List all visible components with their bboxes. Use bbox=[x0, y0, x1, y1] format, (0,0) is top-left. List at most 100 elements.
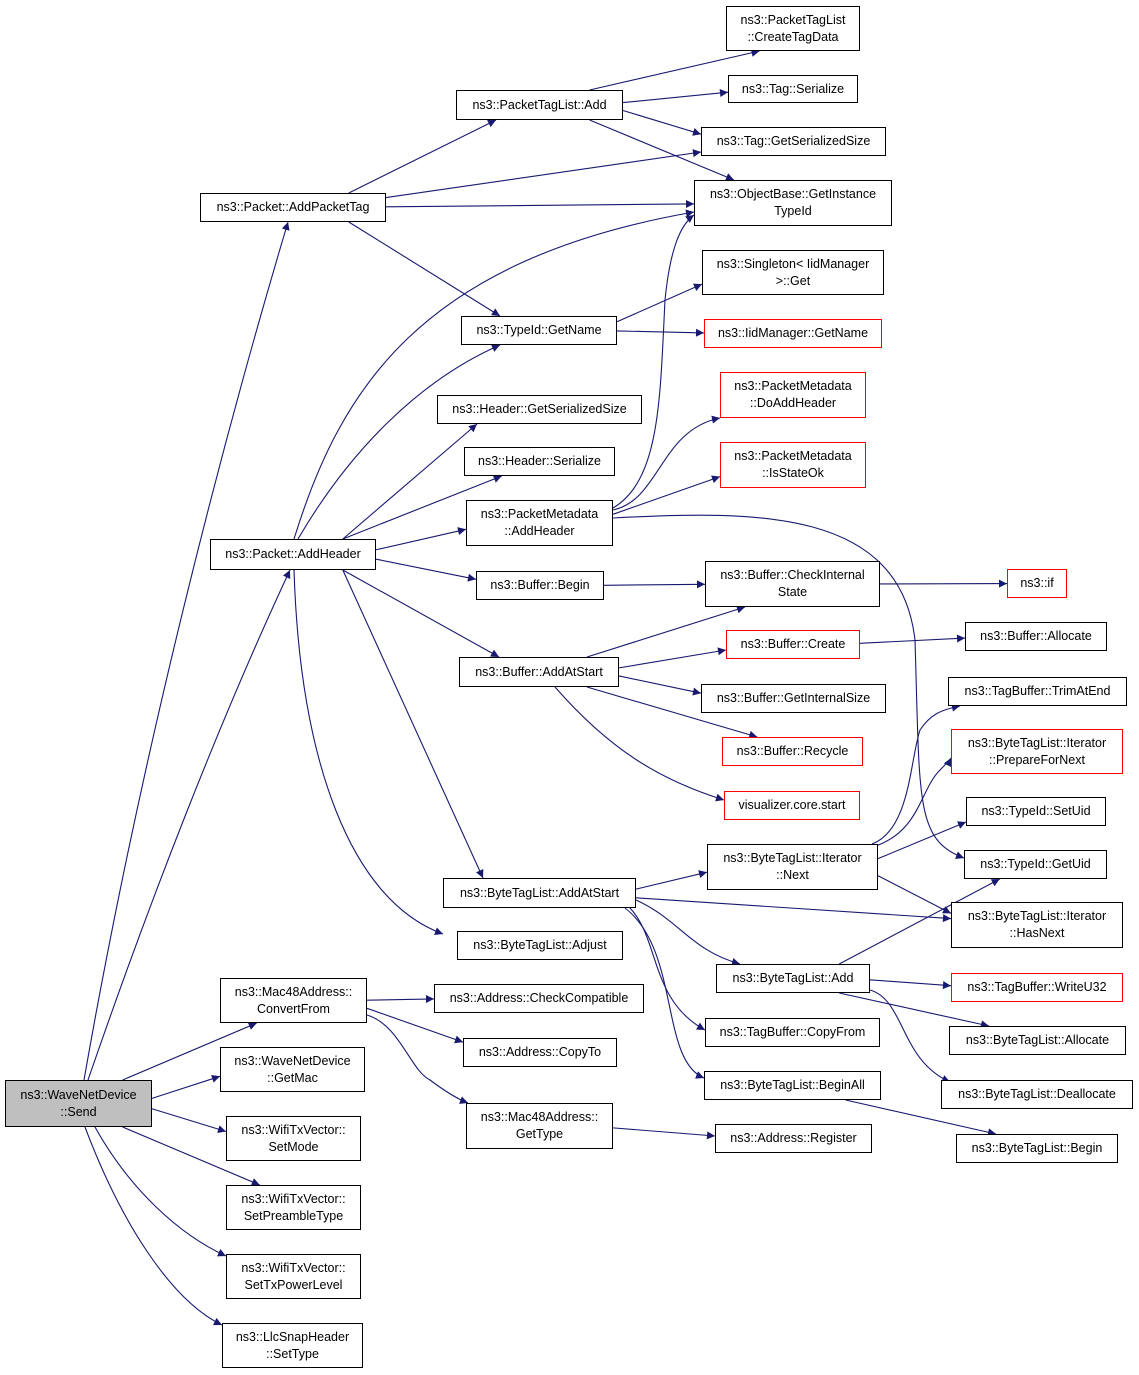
node-buf-allocate[interactable]: ns3::Buffer::Allocate bbox=[965, 622, 1107, 651]
edge-pmAddHeader-to-getInstanceTypeId bbox=[612, 214, 695, 509]
edge-send-to-addPacketTag bbox=[83, 221, 290, 1081]
edge-send-to-macConvertFrom bbox=[122, 1022, 257, 1081]
node-tb-trim-at-end[interactable]: ns3::TagBuffer::TrimAtEnd bbox=[948, 677, 1127, 706]
edge-btlItNext-to-tbTrimAtEnd bbox=[871, 703, 961, 845]
node-pm-add-header[interactable]: ns3::PacketMetadata ::AddHeader bbox=[466, 500, 613, 546]
node-btl-it-next[interactable]: ns3::ByteTagList::Iterator ::Next bbox=[707, 844, 878, 890]
edge-pmAddHeader-to-typeIdGetUid bbox=[612, 514, 965, 859]
edge-btlItNext-to-btlItHasNext bbox=[877, 875, 952, 914]
node-tb-write-u32[interactable]: ns3::TagBuffer::WriteU32 bbox=[951, 973, 1123, 1002]
node-get-mac[interactable]: ns3::WaveNetDevice ::GetMac bbox=[220, 1047, 365, 1092]
edge-addHeader-to-typeIdGetName bbox=[297, 344, 501, 540]
edge-btlAddAtStart-to-btlItHasNext bbox=[635, 897, 952, 923]
node-llc-set-type[interactable]: ns3::LlcSnapHeader ::SetType bbox=[222, 1323, 363, 1368]
edge-bufAddAtStart-to-bufRecycle bbox=[586, 686, 758, 739]
edge-addHeader-to-pmAddHeader bbox=[375, 527, 467, 551]
node-type-id-get-name[interactable]: ns3::TypeId::GetName bbox=[461, 316, 617, 345]
node-btl-add[interactable]: ns3::ByteTagList::Add bbox=[716, 964, 870, 993]
edge-send-to-llcSetType bbox=[84, 1126, 223, 1326]
node-btl-add-at-start[interactable]: ns3::ByteTagList::AddAtStart bbox=[443, 878, 636, 908]
edge-send-to-setMode bbox=[151, 1108, 227, 1133]
edge-addPacketTag-to-getInstanceTypeId bbox=[385, 199, 695, 208]
edge-macGetType-to-addrRegister bbox=[612, 1127, 716, 1140]
edge-bufBegin-to-bufCheckInternal bbox=[603, 580, 706, 589]
edge-btlAdd-to-btlDeallocate bbox=[869, 989, 951, 1083]
node-btl-it-prepare[interactable]: ns3::ByteTagList::Iterator ::PrepareForN… bbox=[951, 729, 1123, 774]
node-btl-allocate[interactable]: ns3::ByteTagList::Allocate bbox=[949, 1026, 1126, 1055]
edge-ptlAdd-to-getInstanceTypeId bbox=[589, 119, 735, 181]
edge-bufAddAtStart-to-vizStart bbox=[554, 686, 725, 802]
node-ptl-add[interactable]: ns3::PacketTagList::Add bbox=[456, 90, 623, 120]
node-tag-get-serialized-size[interactable]: ns3::Tag::GetSerializedSize bbox=[701, 127, 886, 156]
edge-bufAddAtStart-to-bufGetInternalSize bbox=[618, 675, 702, 696]
edge-btlAdd-to-tbWriteU32 bbox=[869, 979, 952, 990]
node-tb-copy-from[interactable]: ns3::TagBuffer::CopyFrom bbox=[705, 1018, 880, 1047]
edge-btlBeginAll-to-btlBegin bbox=[845, 1099, 997, 1137]
node-btl-it-has-next[interactable]: ns3::ByteTagList::Iterator ::HasNext bbox=[951, 902, 1123, 948]
edge-addHeader-to-btlAdjust bbox=[293, 569, 444, 935]
edge-send-to-setPreamble bbox=[122, 1126, 260, 1186]
edge-ptlAdd-to-tagGetSerializedSize bbox=[622, 109, 702, 136]
edge-pmAddHeader-to-pmIsStateOk bbox=[612, 475, 721, 515]
edge-addPacketTag-to-typeIdGetName bbox=[348, 221, 501, 317]
node-btl-adjust[interactable]: ns3::ByteTagList::Adjust bbox=[457, 931, 623, 960]
node-get-instance-type-id[interactable]: ns3::ObjectBase::GetInstance TypeId bbox=[694, 180, 892, 226]
node-add-packet-tag[interactable]: ns3::Packet::AddPacketTag bbox=[200, 193, 386, 222]
node-mac-get-type[interactable]: ns3::Mac48Address:: GetType bbox=[466, 1103, 613, 1149]
edge-bufAddAtStart-to-bufCheckInternal bbox=[586, 605, 746, 658]
node-viz-start[interactable]: visualizer.core.start bbox=[724, 791, 860, 820]
node-singleton-get[interactable]: ns3::Singleton< IidManager >::Get bbox=[702, 250, 884, 295]
node-buf-recycle[interactable]: ns3::Buffer::Recycle bbox=[722, 737, 863, 766]
node-set-tx-power[interactable]: ns3::WifiTxVector:: SetTxPowerLevel bbox=[226, 1254, 361, 1299]
node-send[interactable]: ns3::WaveNetDevice ::Send bbox=[5, 1080, 152, 1127]
node-addr-copy-to[interactable]: ns3::Address::CopyTo bbox=[463, 1038, 617, 1067]
edge-macConvertFrom-to-addrCopyTo bbox=[366, 1007, 464, 1044]
node-ptl-create-tag-data[interactable]: ns3::PacketTagList ::CreateTagData bbox=[726, 6, 860, 51]
node-pm-is-state-ok[interactable]: ns3::PacketMetadata ::IsStateOk bbox=[720, 442, 866, 488]
edge-ptlAdd-to-tagSerialize bbox=[622, 89, 729, 104]
node-type-id-set-uid[interactable]: ns3::TypeId::SetUid bbox=[966, 797, 1106, 826]
edge-macConvertFrom-to-macGetType bbox=[366, 1014, 469, 1104]
edge-btlAddAtStart-to-btlBeginAll bbox=[624, 907, 705, 1079]
node-buf-begin[interactable]: ns3::Buffer::Begin bbox=[476, 571, 604, 600]
edge-macConvertFrom-to-addrCheckCompatible bbox=[366, 995, 435, 1004]
edge-send-to-setTxPower bbox=[94, 1126, 227, 1257]
node-btl-begin[interactable]: ns3::ByteTagList::Begin bbox=[956, 1134, 1118, 1163]
node-type-id-get-uid[interactable]: ns3::TypeId::GetUid bbox=[964, 850, 1107, 879]
edge-ptlAdd-to-ptlCreateTagData bbox=[589, 48, 760, 91]
node-buf-check-internal[interactable]: ns3::Buffer::CheckInternal State bbox=[705, 561, 880, 607]
edge-pmAddHeader-to-pmDoAddHeader bbox=[612, 415, 721, 511]
edge-addHeader-to-bufBegin bbox=[375, 558, 477, 582]
node-set-preamble[interactable]: ns3::WifiTxVector:: SetPreambleType bbox=[226, 1185, 361, 1230]
node-buf-add-at-start[interactable]: ns3::Buffer::AddAtStart bbox=[459, 657, 619, 687]
edge-send-to-addHeader bbox=[87, 569, 291, 1081]
edge-typeIdGetName-to-singletonGet bbox=[616, 283, 703, 323]
edge-bufAddAtStart-to-bufCreate bbox=[618, 647, 727, 669]
node-btl-deallocate[interactable]: ns3::ByteTagList::Deallocate bbox=[941, 1080, 1133, 1109]
edge-bufCreate-to-bufAllocate bbox=[859, 634, 966, 644]
edge-btlItNext-to-typeIdSetUid bbox=[877, 821, 967, 860]
node-ns-if[interactable]: ns3::if bbox=[1007, 569, 1067, 598]
edge-addPacketTag-to-ptlAdd bbox=[348, 119, 497, 194]
node-tag-serialize[interactable]: ns3::Tag::Serialize bbox=[728, 75, 858, 103]
edge-btlAdd-to-typeIdGetUid bbox=[838, 878, 1001, 965]
node-btl-begin-all[interactable]: ns3::ByteTagList::BeginAll bbox=[704, 1071, 881, 1100]
node-header-get-serialized-size[interactable]: ns3::Header::GetSerializedSize bbox=[437, 395, 642, 424]
node-addr-check-compatible[interactable]: ns3::Address::CheckCompatible bbox=[434, 984, 644, 1013]
node-buf-create[interactable]: ns3::Buffer::Create bbox=[726, 630, 860, 659]
edge-btlAddAtStart-to-btlItNext bbox=[635, 870, 708, 890]
edge-addHeader-to-headerGetSerializedSize bbox=[342, 423, 478, 540]
node-add-header[interactable]: ns3::Packet::AddHeader bbox=[210, 539, 376, 570]
node-header-serialize[interactable]: ns3::Header::Serialize bbox=[464, 447, 615, 476]
node-iid-get-name[interactable]: ns3::IidManager::GetName bbox=[704, 319, 882, 348]
node-mac-convert-from[interactable]: ns3::Mac48Address:: ConvertFrom bbox=[220, 978, 367, 1023]
edge-btlAddAtStart-to-tbCopyFrom bbox=[629, 907, 706, 1031]
node-set-mode[interactable]: ns3::WifiTxVector:: SetMode bbox=[226, 1116, 361, 1161]
edge-addHeader-to-headerSerialize bbox=[342, 475, 502, 540]
node-pm-do-add-header[interactable]: ns3::PacketMetadata ::DoAddHeader bbox=[720, 372, 866, 418]
node-buf-get-internal-size[interactable]: ns3::Buffer::GetInternalSize bbox=[701, 684, 886, 713]
edge-addHeader-to-getInstanceTypeId bbox=[293, 209, 695, 540]
node-addr-register[interactable]: ns3::Address::Register bbox=[715, 1124, 872, 1153]
